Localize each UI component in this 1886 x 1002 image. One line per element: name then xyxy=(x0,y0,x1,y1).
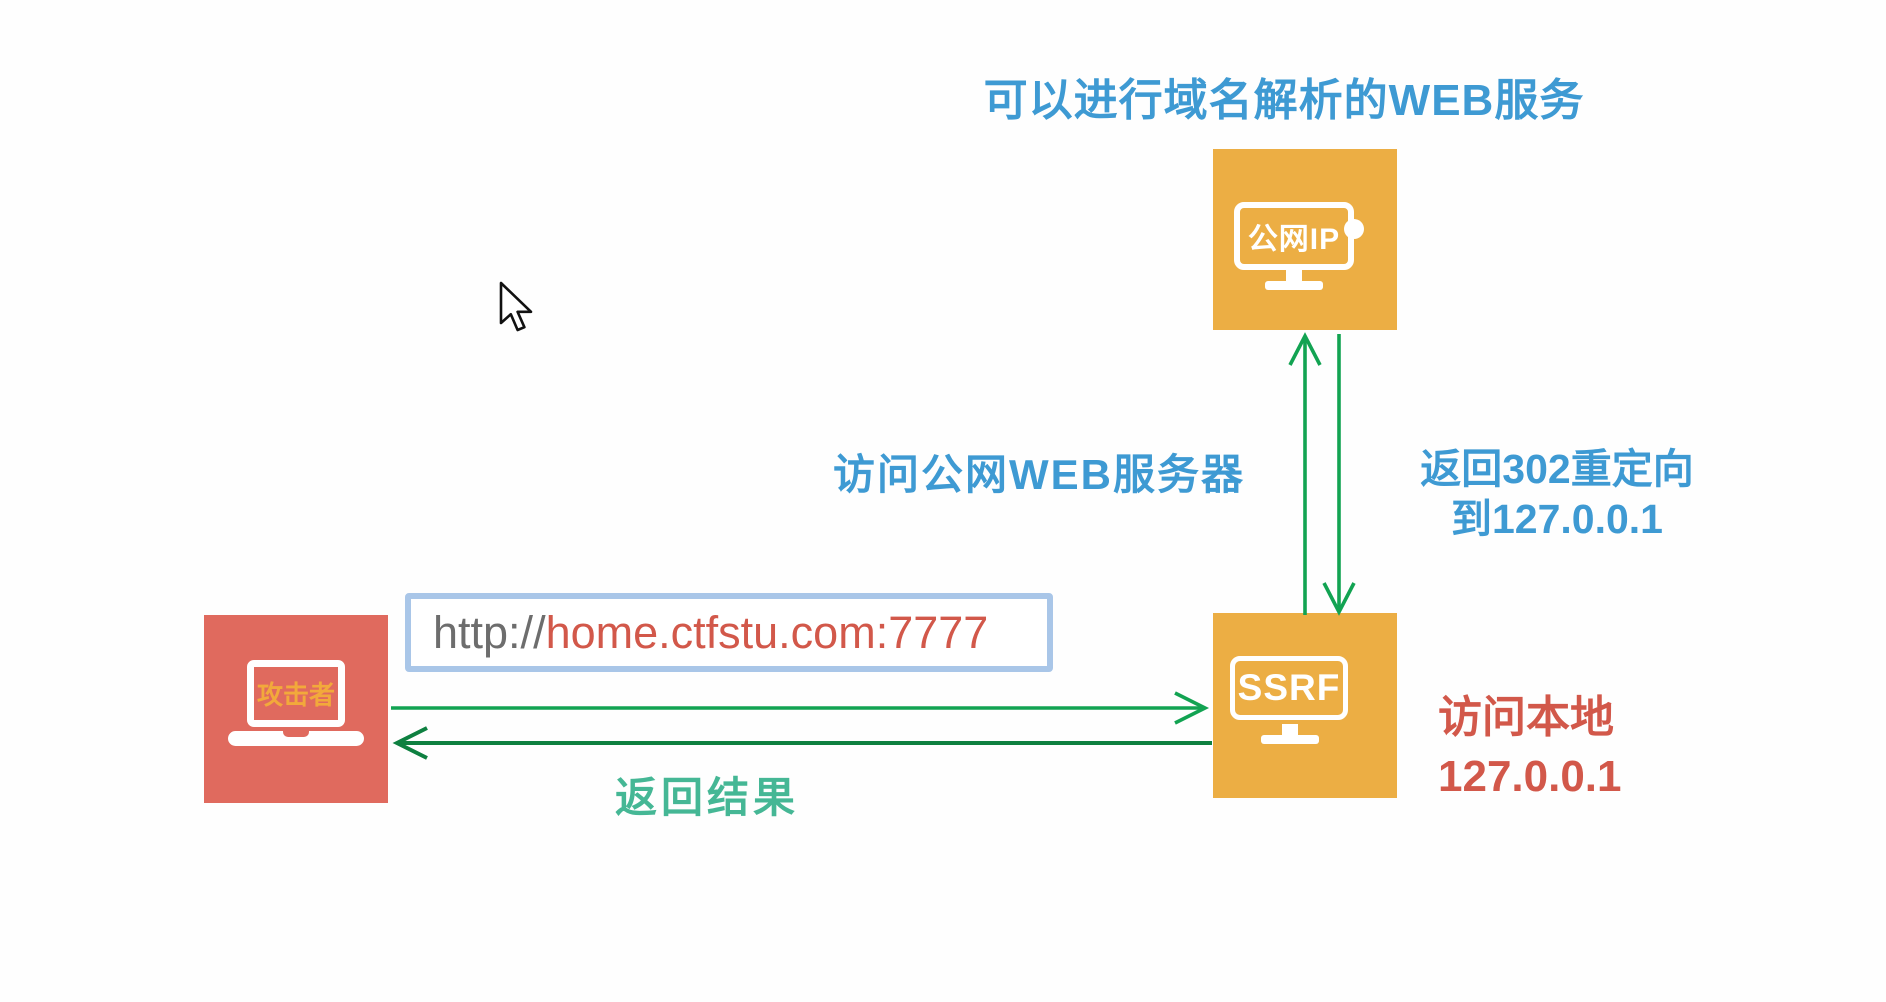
redirect-302-label: 返回302重定向 到127.0.0.1 xyxy=(1382,444,1732,544)
access-local-line2: 127.0.0.1 xyxy=(1438,752,1622,802)
redirect-302-line2: 到127.0.0.1 xyxy=(1451,496,1663,543)
url-box: http://home.ctfstu.com:7777 xyxy=(405,593,1053,672)
laptop-icon: 攻击者 xyxy=(226,660,366,750)
arrow-ssrf-to-public-icon xyxy=(1288,332,1322,615)
url-scheme: http:// xyxy=(433,606,546,658)
public-web-server-node: 公网IP xyxy=(1213,149,1397,330)
arrow-ssrf-to-attacker-icon xyxy=(392,726,1212,760)
laptop-base xyxy=(228,731,364,746)
laptop-screen: 攻击者 xyxy=(247,660,345,727)
url-host: home.ctfstu.com:7777 xyxy=(545,606,989,658)
arrow-public-to-ssrf-icon xyxy=(1322,334,1356,616)
attacker-node: 攻击者 xyxy=(204,615,388,803)
redirect-302-line1: 返回302重定向 xyxy=(1420,446,1694,492)
laptop-notch xyxy=(283,731,309,737)
monitor-stand-base xyxy=(1261,734,1319,744)
arrow-attacker-to-ssrf-icon xyxy=(391,691,1210,725)
monitor-button xyxy=(1344,218,1364,239)
public-web-server-label: 公网IP xyxy=(1247,222,1341,256)
monitor-screen: SSRF xyxy=(1230,655,1348,720)
ssrf-server-label: SSRF xyxy=(1237,666,1341,708)
ssrf-server-node: SSRF xyxy=(1213,613,1397,798)
diagram-title: 可以进行域名解析的WEB服务 xyxy=(983,76,1585,125)
monitor-stand-base xyxy=(1265,280,1323,290)
return-result-label: 返回结果 xyxy=(615,774,800,821)
access-local-line1: 访问本地 xyxy=(1438,693,1614,742)
monitor-icon: 公网IP xyxy=(1234,201,1384,302)
monitor-icon: SSRF xyxy=(1230,655,1380,756)
access-local-label: 访问本地 127.0.0.1 xyxy=(1438,688,1622,807)
monitor-screen: 公网IP xyxy=(1234,201,1354,270)
request-public-label: 访问公网WEB服务器 xyxy=(833,451,1245,498)
attacker-label: 攻击者 xyxy=(256,680,335,710)
mouse-cursor-icon xyxy=(499,281,533,332)
